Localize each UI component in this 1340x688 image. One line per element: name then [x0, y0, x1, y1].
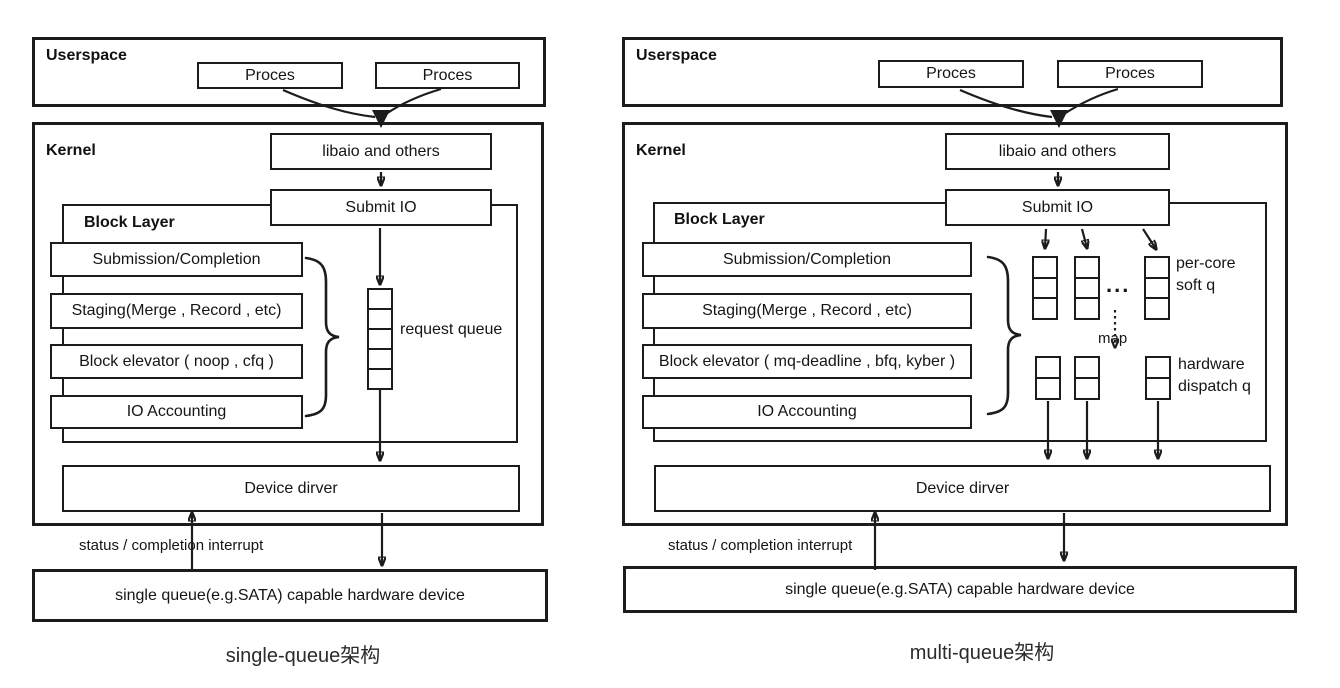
layer-label: Staging(Merge , Record , etc) — [702, 302, 912, 320]
submit-io-label: Submit IO — [345, 198, 417, 216]
userspace-box — [622, 37, 1283, 107]
queue-cell — [367, 368, 393, 390]
layer-label: IO Accounting — [126, 403, 227, 421]
figure-caption: multi-queue架构 — [909, 642, 1055, 664]
ellipsis: ... — [1106, 272, 1131, 297]
queue-cell — [1074, 276, 1100, 300]
dispatch-queue-label-line1: hardware — [1178, 356, 1245, 373]
process-box: Proces — [375, 62, 520, 89]
queue-cell — [1144, 276, 1170, 300]
process-box: Proces — [1057, 60, 1203, 88]
hardware-device-box: single queue(e.g.SATA) capable hardware … — [32, 569, 548, 622]
map-label: map — [1098, 330, 1128, 347]
queue-cell — [1035, 377, 1061, 400]
queue-cell — [1032, 297, 1058, 321]
interrupt-label: status / completion interrupt — [79, 537, 264, 554]
layer-label: IO Accounting — [757, 403, 857, 421]
dispatch-queue — [1074, 356, 1100, 400]
libaio-box: libaio and others — [945, 133, 1170, 170]
hardware-device-label: single queue(e.g.SATA) capable hardware … — [785, 580, 1135, 598]
userspace-label: Userspace — [636, 47, 717, 64]
dispatch-queue — [1145, 356, 1171, 400]
layer-label: Block elevator ( noop , cfq ) — [79, 352, 274, 370]
layer-label: Staging(Merge , Record , etc) — [71, 302, 282, 320]
queue-cell — [1074, 256, 1100, 279]
kernel-label: Kernel — [636, 142, 686, 159]
layer-box-io-accounting: IO Accounting — [642, 395, 972, 429]
block-layer-label: Block Layer — [674, 211, 765, 228]
soft-queue-label-line2: soft q — [1176, 277, 1216, 294]
process-box: Proces — [878, 60, 1024, 88]
queue-cell — [1144, 256, 1170, 279]
process-label: Proces — [926, 65, 976, 83]
queue-cell — [1144, 297, 1170, 321]
layer-box-staging: Staging(Merge , Record , etc) — [50, 293, 303, 329]
kernel-box — [32, 122, 544, 526]
layer-box-block-elevator: Block elevator ( mq-deadline , bfq, kybe… — [642, 344, 972, 379]
process-label: Proces — [422, 66, 473, 84]
kernel-box — [622, 122, 1288, 526]
process-label: Proces — [245, 66, 295, 84]
hardware-device-box: single queue(e.g.SATA) capable hardware … — [623, 566, 1297, 613]
submit-io-label: Submit IO — [1021, 198, 1094, 216]
figure-caption: single-queue架构 — [225, 645, 381, 667]
request-queue-label: request queue — [400, 321, 503, 338]
dispatch-queue-label-line2: dispatch q — [1178, 378, 1251, 395]
device-driver-box: Device dirver — [62, 465, 520, 512]
layer-label: Submission/Completion — [92, 250, 261, 268]
layer-label: Block elevator ( mq-deadline , bfq, kybe… — [658, 352, 956, 370]
layer-label: Submission/Completion — [722, 250, 892, 268]
device-driver-label: Device dirver — [244, 479, 338, 497]
submit-io-box: Submit IO — [945, 189, 1170, 226]
layer-box-io-accounting: IO Accounting — [50, 395, 303, 429]
device-driver-box: Device dirver — [654, 465, 1271, 512]
soft-queue — [1032, 256, 1058, 321]
soft-queue — [1074, 256, 1100, 321]
queue-cell — [1035, 356, 1061, 379]
userspace-label: Userspace — [46, 47, 127, 64]
layer-box-staging: Staging(Merge , Record , etc) — [642, 293, 972, 329]
hardware-device-label: single queue(e.g.SATA) capable hardware … — [115, 586, 465, 604]
process-box: Proces — [197, 62, 343, 89]
device-driver-label: Device dirver — [915, 479, 1010, 497]
process-label: Proces — [1105, 65, 1155, 83]
queue-cell — [1074, 356, 1100, 379]
soft-queue-label-line1: per-core — [1176, 255, 1236, 272]
soft-queue — [1144, 256, 1170, 321]
interrupt-label: status / completion interrupt — [668, 537, 853, 554]
layer-box-submission-completion: Submission/Completion — [50, 242, 303, 277]
queue-cell — [1074, 297, 1100, 321]
layer-box-submission-completion: Submission/Completion — [642, 242, 972, 277]
dispatch-queue — [1035, 356, 1061, 400]
kernel-label: Kernel — [46, 142, 96, 159]
queue-cell — [1145, 377, 1171, 400]
submit-io-box: Submit IO — [270, 189, 492, 226]
layer-box-block-elevator: Block elevator ( noop , cfq ) — [50, 344, 303, 379]
libaio-label: libaio and others — [322, 142, 440, 160]
queue-cell — [1032, 256, 1058, 279]
queue-cell — [1145, 356, 1171, 379]
libaio-label: libaio and others — [998, 142, 1117, 160]
request-queue — [367, 288, 393, 390]
block-layer-label: Block Layer — [84, 214, 175, 231]
dispatch-queue-label: hardware dispatch q — [1178, 354, 1251, 398]
queue-cell — [1074, 377, 1100, 400]
soft-queue-label: per-core soft q — [1176, 253, 1236, 297]
libaio-box: libaio and others — [270, 133, 492, 170]
queue-cell — [1032, 276, 1058, 300]
